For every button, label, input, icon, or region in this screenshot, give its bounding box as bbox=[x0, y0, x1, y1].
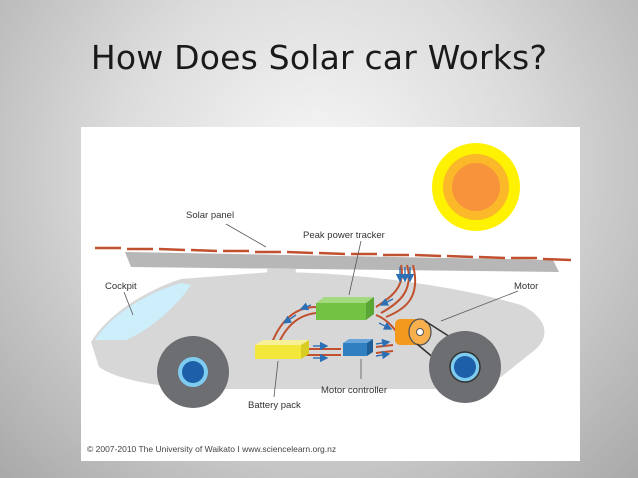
peak-power-tracker-box bbox=[316, 297, 374, 320]
solar-panel-strip bbox=[95, 246, 572, 262]
slide-title: How Does Solar car Works? bbox=[90, 38, 548, 77]
sun-icon bbox=[432, 143, 520, 231]
motor-controller-box bbox=[343, 339, 373, 356]
rear-wheel bbox=[429, 331, 501, 403]
label-motor: Motor bbox=[514, 281, 538, 292]
label-peak-power-tracker: Peak power tracker bbox=[303, 230, 385, 241]
cockpit-window bbox=[95, 283, 191, 340]
motor-cylinder bbox=[395, 318, 432, 346]
battery-pack-box bbox=[255, 340, 309, 359]
panel-support bbox=[267, 269, 296, 287]
energy-flow-arrows bbox=[282, 267, 415, 363]
label-cockpit: Cockpit bbox=[105, 281, 137, 292]
label-solar-panel: Solar panel bbox=[186, 210, 234, 221]
label-motor-controller: Motor controller bbox=[321, 385, 387, 396]
credit-line: © 2007-2010 The University of Waikato I … bbox=[87, 444, 336, 454]
front-wheel bbox=[157, 336, 229, 408]
label-leader-lines bbox=[123, 223, 519, 398]
label-battery-pack: Battery pack bbox=[248, 400, 301, 411]
diagram-canvas: Solar panel Peak power tracker Cockpit M… bbox=[87, 143, 572, 454]
solar-panel bbox=[125, 252, 559, 272]
solar-car-diagram: Solar panel Peak power tracker Cockpit M… bbox=[81, 127, 580, 461]
